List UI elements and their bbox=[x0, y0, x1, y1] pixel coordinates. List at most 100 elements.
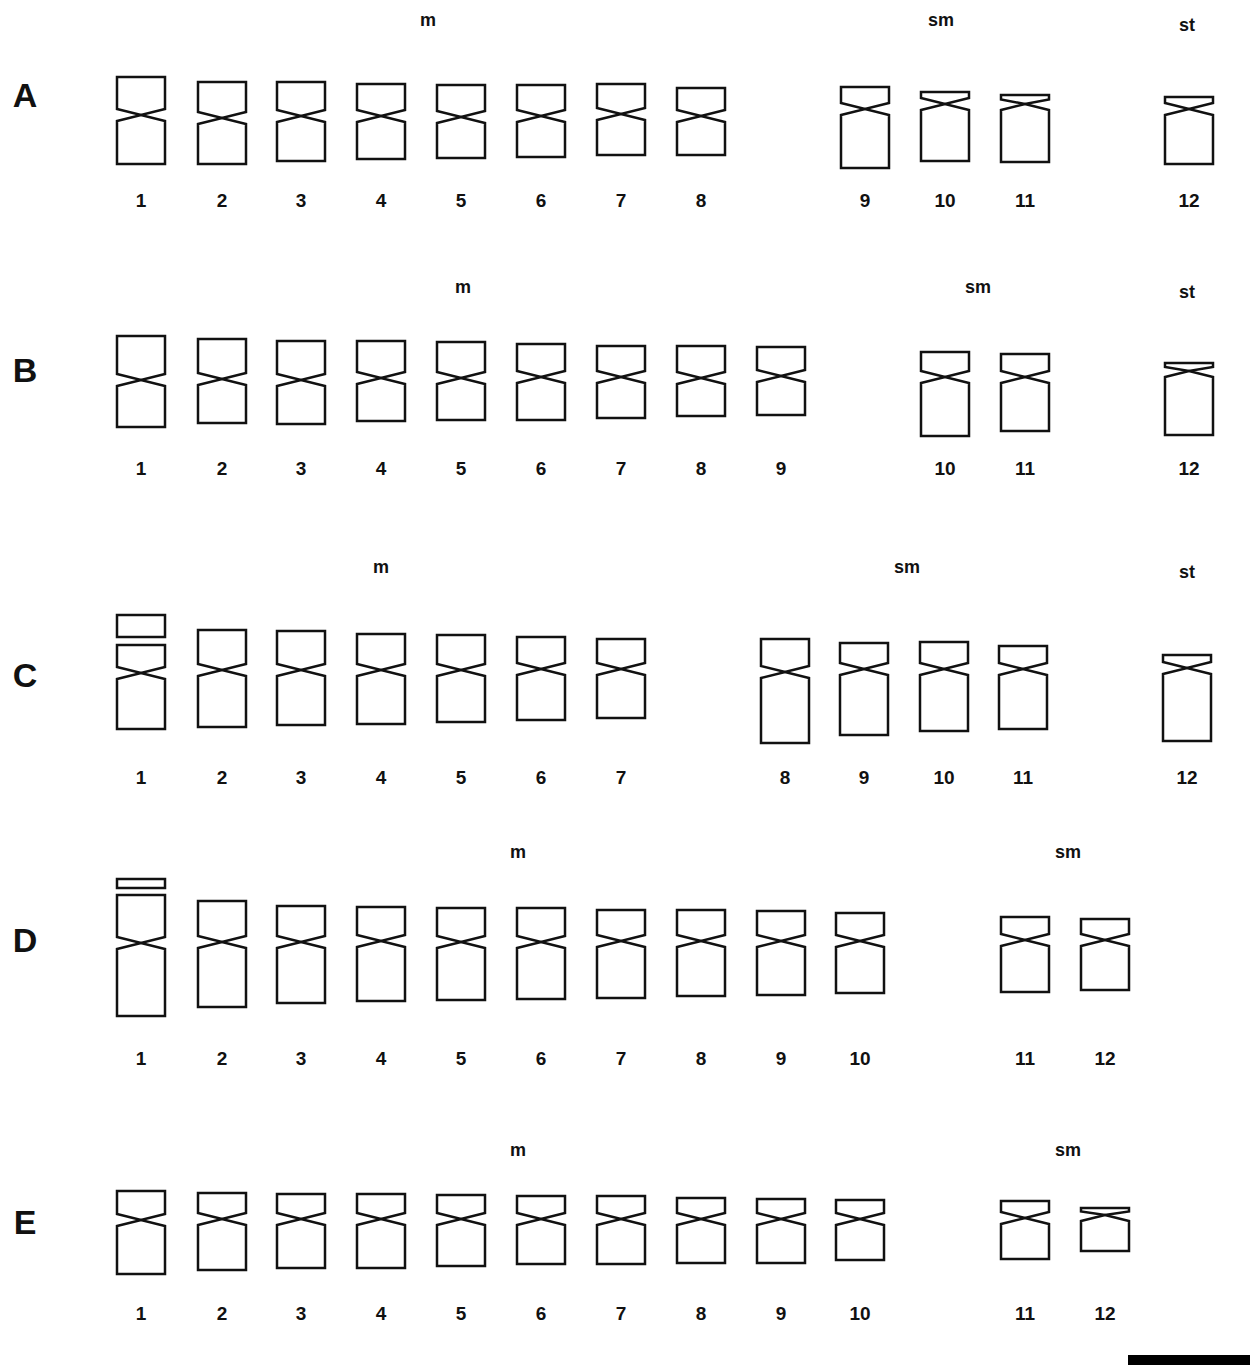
chromosome-arm bbox=[437, 1195, 485, 1219]
chromosome-arm bbox=[1163, 668, 1211, 741]
chromosome-number: 11 bbox=[1013, 768, 1033, 787]
chromosome-arm bbox=[1165, 109, 1213, 164]
chromosome-arm bbox=[198, 630, 246, 670]
chromosome-class-label: st bbox=[1179, 16, 1195, 34]
chromosome-arm bbox=[437, 378, 485, 420]
chromosome-arm bbox=[597, 639, 645, 669]
chromosome-arm bbox=[517, 637, 565, 669]
chromosome-number: 5 bbox=[456, 459, 467, 478]
chromosome-arm bbox=[757, 1199, 805, 1219]
chromosome-arm bbox=[117, 943, 165, 1016]
chromosome-arm bbox=[517, 942, 565, 999]
chromosome-arm bbox=[1165, 97, 1213, 109]
chromosome-arm bbox=[517, 908, 565, 942]
chromosome-arm bbox=[117, 645, 165, 673]
chromosome-number: 7 bbox=[616, 459, 627, 478]
chromosome-arm bbox=[517, 377, 565, 420]
chromosome-number: 12 bbox=[1178, 459, 1199, 478]
chromosome-number: 7 bbox=[616, 191, 627, 210]
chromosome-arm bbox=[841, 109, 889, 168]
chromosome-arm bbox=[198, 379, 246, 423]
chromosome-number: 5 bbox=[456, 191, 467, 210]
chromosome-arm bbox=[920, 669, 968, 731]
chromosome-arm bbox=[597, 377, 645, 418]
chromosome-arm bbox=[677, 116, 725, 155]
chromosome-arm bbox=[437, 117, 485, 158]
chromosome-number: 8 bbox=[696, 459, 707, 478]
chromosome-number: 11 bbox=[1015, 1304, 1035, 1323]
chromosome-arm bbox=[1001, 354, 1049, 377]
chromosome-arm bbox=[117, 1220, 165, 1274]
chromosome-arm bbox=[597, 346, 645, 377]
chromosome-arm bbox=[677, 346, 725, 378]
chromosome-number: 3 bbox=[296, 459, 307, 478]
chromosome-arm bbox=[277, 670, 325, 725]
chromosome-number: 2 bbox=[217, 459, 228, 478]
chromosome-arm bbox=[117, 77, 165, 115]
chromosome-number: 12 bbox=[1178, 191, 1199, 210]
chromosome-arm bbox=[437, 635, 485, 670]
chromosome-arm bbox=[357, 941, 405, 1001]
chromosome-arm bbox=[517, 85, 565, 116]
chromosome-arm bbox=[117, 336, 165, 380]
chromosome-arm bbox=[836, 913, 884, 941]
chromosome-class-label: m bbox=[373, 558, 389, 576]
chromosome-arm bbox=[1165, 371, 1213, 435]
chromosome-arm bbox=[597, 1219, 645, 1264]
chromosome-class-label: sm bbox=[894, 558, 920, 576]
chromosome-arm bbox=[677, 1198, 725, 1219]
chromosome-arm bbox=[517, 116, 565, 157]
chromosome-arm bbox=[1001, 1218, 1049, 1259]
chromosome-arm bbox=[357, 116, 405, 159]
chromosome-number: 8 bbox=[696, 191, 707, 210]
chromosome-arm bbox=[840, 643, 888, 669]
chromosome-number: 10 bbox=[934, 459, 955, 478]
chromosome-arm bbox=[1001, 940, 1049, 992]
chromosome-arm bbox=[999, 646, 1047, 669]
chromosome-number: 10 bbox=[849, 1304, 870, 1323]
chromosome-arm bbox=[597, 669, 645, 718]
chromosome-number: 8 bbox=[780, 768, 791, 787]
chromosome-number: 1 bbox=[136, 768, 147, 787]
chromosome-arm bbox=[757, 941, 805, 995]
chromosome-arm bbox=[437, 342, 485, 378]
chromosome-arm bbox=[597, 910, 645, 941]
chromosome-arm bbox=[836, 1219, 884, 1260]
chromosome-number: 2 bbox=[217, 768, 228, 787]
chromosome-arm bbox=[836, 941, 884, 993]
chromosome-arm bbox=[198, 901, 246, 942]
chromosome-arm bbox=[277, 906, 325, 942]
chromosome-arm bbox=[117, 895, 165, 943]
panel-letter: A bbox=[13, 78, 38, 112]
panel-letter: E bbox=[14, 1205, 37, 1239]
chromosome-number: 4 bbox=[376, 191, 387, 210]
chromosome-number: 2 bbox=[217, 191, 228, 210]
chromosome-arm bbox=[757, 1219, 805, 1263]
chromosome-arm bbox=[597, 84, 645, 114]
chromosome-arm bbox=[1001, 1201, 1049, 1218]
chromosome-arm bbox=[1001, 377, 1049, 431]
chromosome-arm bbox=[517, 1219, 565, 1264]
chromosome-arm bbox=[198, 670, 246, 727]
chromosome-number: 10 bbox=[933, 768, 954, 787]
chromosome-number: 11 bbox=[1015, 1049, 1035, 1068]
chromosome-arm bbox=[198, 1193, 246, 1219]
chromosome-number: 2 bbox=[217, 1049, 228, 1068]
chromosome-arm bbox=[677, 910, 725, 941]
chromosome-number: 5 bbox=[456, 1304, 467, 1323]
chromosome-arm bbox=[757, 376, 805, 415]
chromosome-number: 9 bbox=[776, 1049, 787, 1068]
chromosome-class-label: sm bbox=[928, 11, 954, 29]
chromosome-arm bbox=[836, 1200, 884, 1219]
panel-letter: D bbox=[13, 923, 38, 957]
chromosome-number: 12 bbox=[1094, 1049, 1115, 1068]
chromosome-class-label: m bbox=[455, 278, 471, 296]
chromosome-class-label: st bbox=[1179, 563, 1195, 581]
chromosome-arm bbox=[1001, 95, 1049, 104]
chromosome-number: 8 bbox=[696, 1049, 707, 1068]
chromosome-arm bbox=[1001, 104, 1049, 162]
chromosome-arm bbox=[357, 341, 405, 378]
chromosome-number: 1 bbox=[136, 1049, 147, 1068]
chromosome-number: 6 bbox=[536, 1304, 547, 1323]
